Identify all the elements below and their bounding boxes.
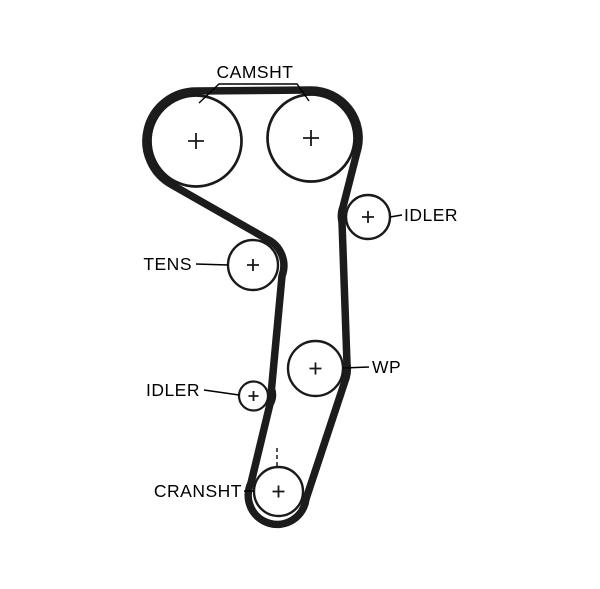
crankshaft-label: CRANSHT: [154, 481, 242, 501]
tensioner-pulley: [226, 238, 280, 292]
water-pump-label: WP: [372, 357, 401, 377]
camshaft-pulley-left: [149, 94, 243, 188]
crankshaft-pulley: [252, 465, 305, 518]
idler-left-label: IDLER: [146, 380, 200, 400]
pulley-center-cross: [247, 259, 259, 271]
camshaft-leader-line: [198, 83, 310, 104]
pulley-center-cross: [303, 130, 319, 146]
water-pump-pulley: [286, 339, 345, 398]
idler-right-leader-line: [389, 214, 403, 218]
idler-right-label: IDLER: [404, 205, 458, 225]
idler-pulley-right: [344, 193, 392, 241]
pulley-center-cross: [188, 133, 204, 149]
idler-pulley-left: [237, 380, 270, 412]
tensioner-label: TENS: [143, 254, 192, 274]
camshaft-pulley-right: [266, 93, 356, 183]
pulley-center-cross: [362, 211, 374, 223]
pulley-center-cross: [272, 485, 285, 498]
pulley-center-cross: [309, 362, 322, 375]
camshaft-label: CAMSHT: [217, 62, 294, 82]
timing-belt-path: [142, 86, 363, 529]
pulley-center-cross: [248, 391, 259, 401]
water-pump-leader-line: [342, 366, 370, 369]
idler-left-leader-line: [203, 389, 240, 396]
tensioner-leader-line: [195, 263, 229, 266]
